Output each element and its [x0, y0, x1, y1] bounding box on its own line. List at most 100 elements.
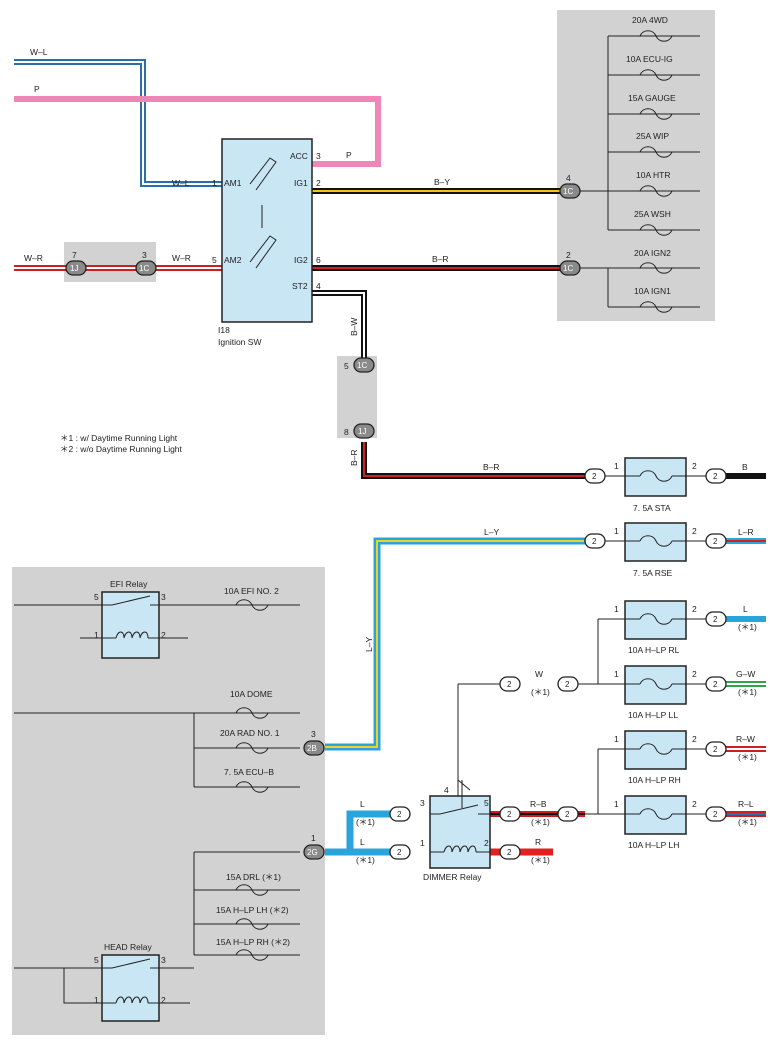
connector-2-rb-right: 2	[557, 806, 579, 822]
fuse-label-wip: 25A WIP	[636, 131, 669, 141]
fuse-hlp-ll	[624, 665, 687, 705]
dimmer-relay-label: DIMMER Relay	[423, 872, 482, 882]
svg-text:2: 2	[692, 526, 697, 536]
svg-text:4: 4	[566, 173, 571, 183]
efi-relay	[101, 591, 160, 659]
svg-text:2: 2	[161, 995, 166, 1005]
connector-2-rse-out: 2	[705, 533, 727, 549]
connector-1c-left: 1C	[135, 260, 157, 276]
fuse-label-4wd: 20A 4WD	[632, 15, 668, 25]
label-b: B	[742, 462, 748, 472]
label-w-r-left: W–R	[24, 253, 43, 263]
svg-text:1J: 1J	[358, 427, 366, 436]
label-w-r-sw: W–R	[172, 253, 191, 263]
thin-wiring	[14, 35, 726, 1004]
svg-text:1: 1	[614, 604, 619, 614]
fuse-box-top	[557, 10, 715, 321]
dimmer-relay	[429, 795, 491, 869]
connector-2-rh: 2	[705, 741, 727, 757]
label-b-r-vert: B–R	[349, 449, 359, 466]
pin-am2: 5	[212, 255, 217, 265]
svg-text:2: 2	[592, 537, 597, 546]
connector-2-sta-out: 2	[705, 468, 727, 484]
connector-1c-vert: 1C	[353, 357, 375, 373]
svg-text:2: 2	[713, 537, 718, 546]
pin-ig2: 6	[316, 255, 321, 265]
svg-text:2: 2	[566, 250, 571, 260]
svg-text:2: 2	[692, 669, 697, 679]
connector-2-rse-in: 2	[584, 533, 606, 549]
svg-text:1C: 1C	[139, 264, 149, 273]
ignition-switch	[221, 138, 313, 323]
connector-2g: 2G	[303, 844, 325, 860]
svg-text:2: 2	[507, 680, 512, 689]
svg-text:1: 1	[311, 833, 316, 843]
svg-text:4: 4	[444, 785, 449, 795]
svg-text:2G: 2G	[307, 848, 318, 857]
footnote-1: ＊1 : w/ Daytime Running Light	[60, 433, 178, 443]
label-p-top: P	[34, 84, 40, 94]
svg-text:2B: 2B	[307, 744, 317, 753]
connector-2-l-lower: 2	[389, 844, 411, 860]
footnote-2: ＊2 : w/o Daytime Running Light	[60, 444, 183, 454]
terminal-st2: ST2	[292, 281, 308, 291]
svg-text:2: 2	[692, 799, 697, 809]
pin-am1: 1	[212, 178, 217, 188]
svg-text:2: 2	[484, 838, 489, 848]
svg-text:1C: 1C	[563, 187, 573, 196]
label-l-y: L–Y	[484, 527, 499, 537]
svg-text:3: 3	[311, 729, 316, 739]
connector-2-w-right: 2	[557, 676, 579, 692]
wire-w-l	[14, 59, 222, 187]
fuse-box-bottom	[12, 567, 325, 1035]
svg-text:2: 2	[713, 810, 718, 819]
label-l-upper: L	[360, 799, 365, 809]
fuse-label-hlp-rl: 10A H–LP RL	[628, 645, 680, 655]
svg-text:5: 5	[484, 798, 489, 808]
connector-2-w-left: 2	[499, 676, 521, 692]
fuse-hlp-rl	[624, 600, 687, 640]
fuse-label-gauge: 15A GAUGE	[628, 93, 676, 103]
terminal-am2: AM2	[224, 255, 242, 265]
label-g-w: G–W	[736, 669, 755, 679]
svg-text:2: 2	[713, 615, 718, 624]
connector-2-rb-left: 2	[499, 806, 521, 822]
connector-2-ll: 2	[705, 676, 727, 692]
fuse-label-ecu-b: 7. 5A ECU–B	[224, 767, 274, 777]
fuse-hlp-lh	[624, 795, 687, 835]
label-b-r-top: B–R	[432, 254, 449, 264]
svg-text:2: 2	[713, 680, 718, 689]
svg-text:1: 1	[94, 630, 99, 640]
terminal-am1: AM1	[224, 178, 242, 188]
svg-text:2: 2	[397, 848, 402, 857]
connector-2b: 2B	[303, 740, 325, 756]
relay-internals	[102, 595, 490, 1004]
note-s1-rw: (＊1)	[738, 752, 757, 762]
svg-text:1C: 1C	[357, 361, 367, 370]
pin-ig1: 2	[316, 178, 321, 188]
connector-1j-left: 1J	[65, 260, 87, 276]
svg-text:1: 1	[614, 734, 619, 744]
svg-text:2: 2	[592, 472, 597, 481]
fuse-symbols-right	[625, 470, 686, 820]
svg-text:5: 5	[94, 592, 99, 602]
note-s1-rb: (＊1)	[531, 817, 550, 827]
svg-text:3: 3	[420, 798, 425, 808]
fuse-sta	[624, 457, 687, 497]
fuse-label-hlp-lh2: 15A H–LP LH (＊2)	[216, 905, 289, 915]
terminal-ig1: IG1	[294, 178, 308, 188]
label-w-l-sw: W–L	[172, 178, 190, 188]
note-s1-l2: (＊1)	[356, 855, 375, 865]
note-s1-w: (＊1)	[531, 687, 550, 697]
fuse-label-dome: 10A DOME	[230, 689, 273, 699]
wire-b-w	[312, 290, 367, 358]
svg-text:7: 7	[72, 250, 77, 260]
label-p-sw: P	[346, 150, 352, 160]
svg-text:3: 3	[142, 250, 147, 260]
svg-text:1: 1	[614, 799, 619, 809]
svg-text:2: 2	[713, 745, 718, 754]
connector-2-rl: 2	[705, 611, 727, 627]
svg-text:5: 5	[94, 955, 99, 965]
head-relay	[101, 954, 160, 1022]
